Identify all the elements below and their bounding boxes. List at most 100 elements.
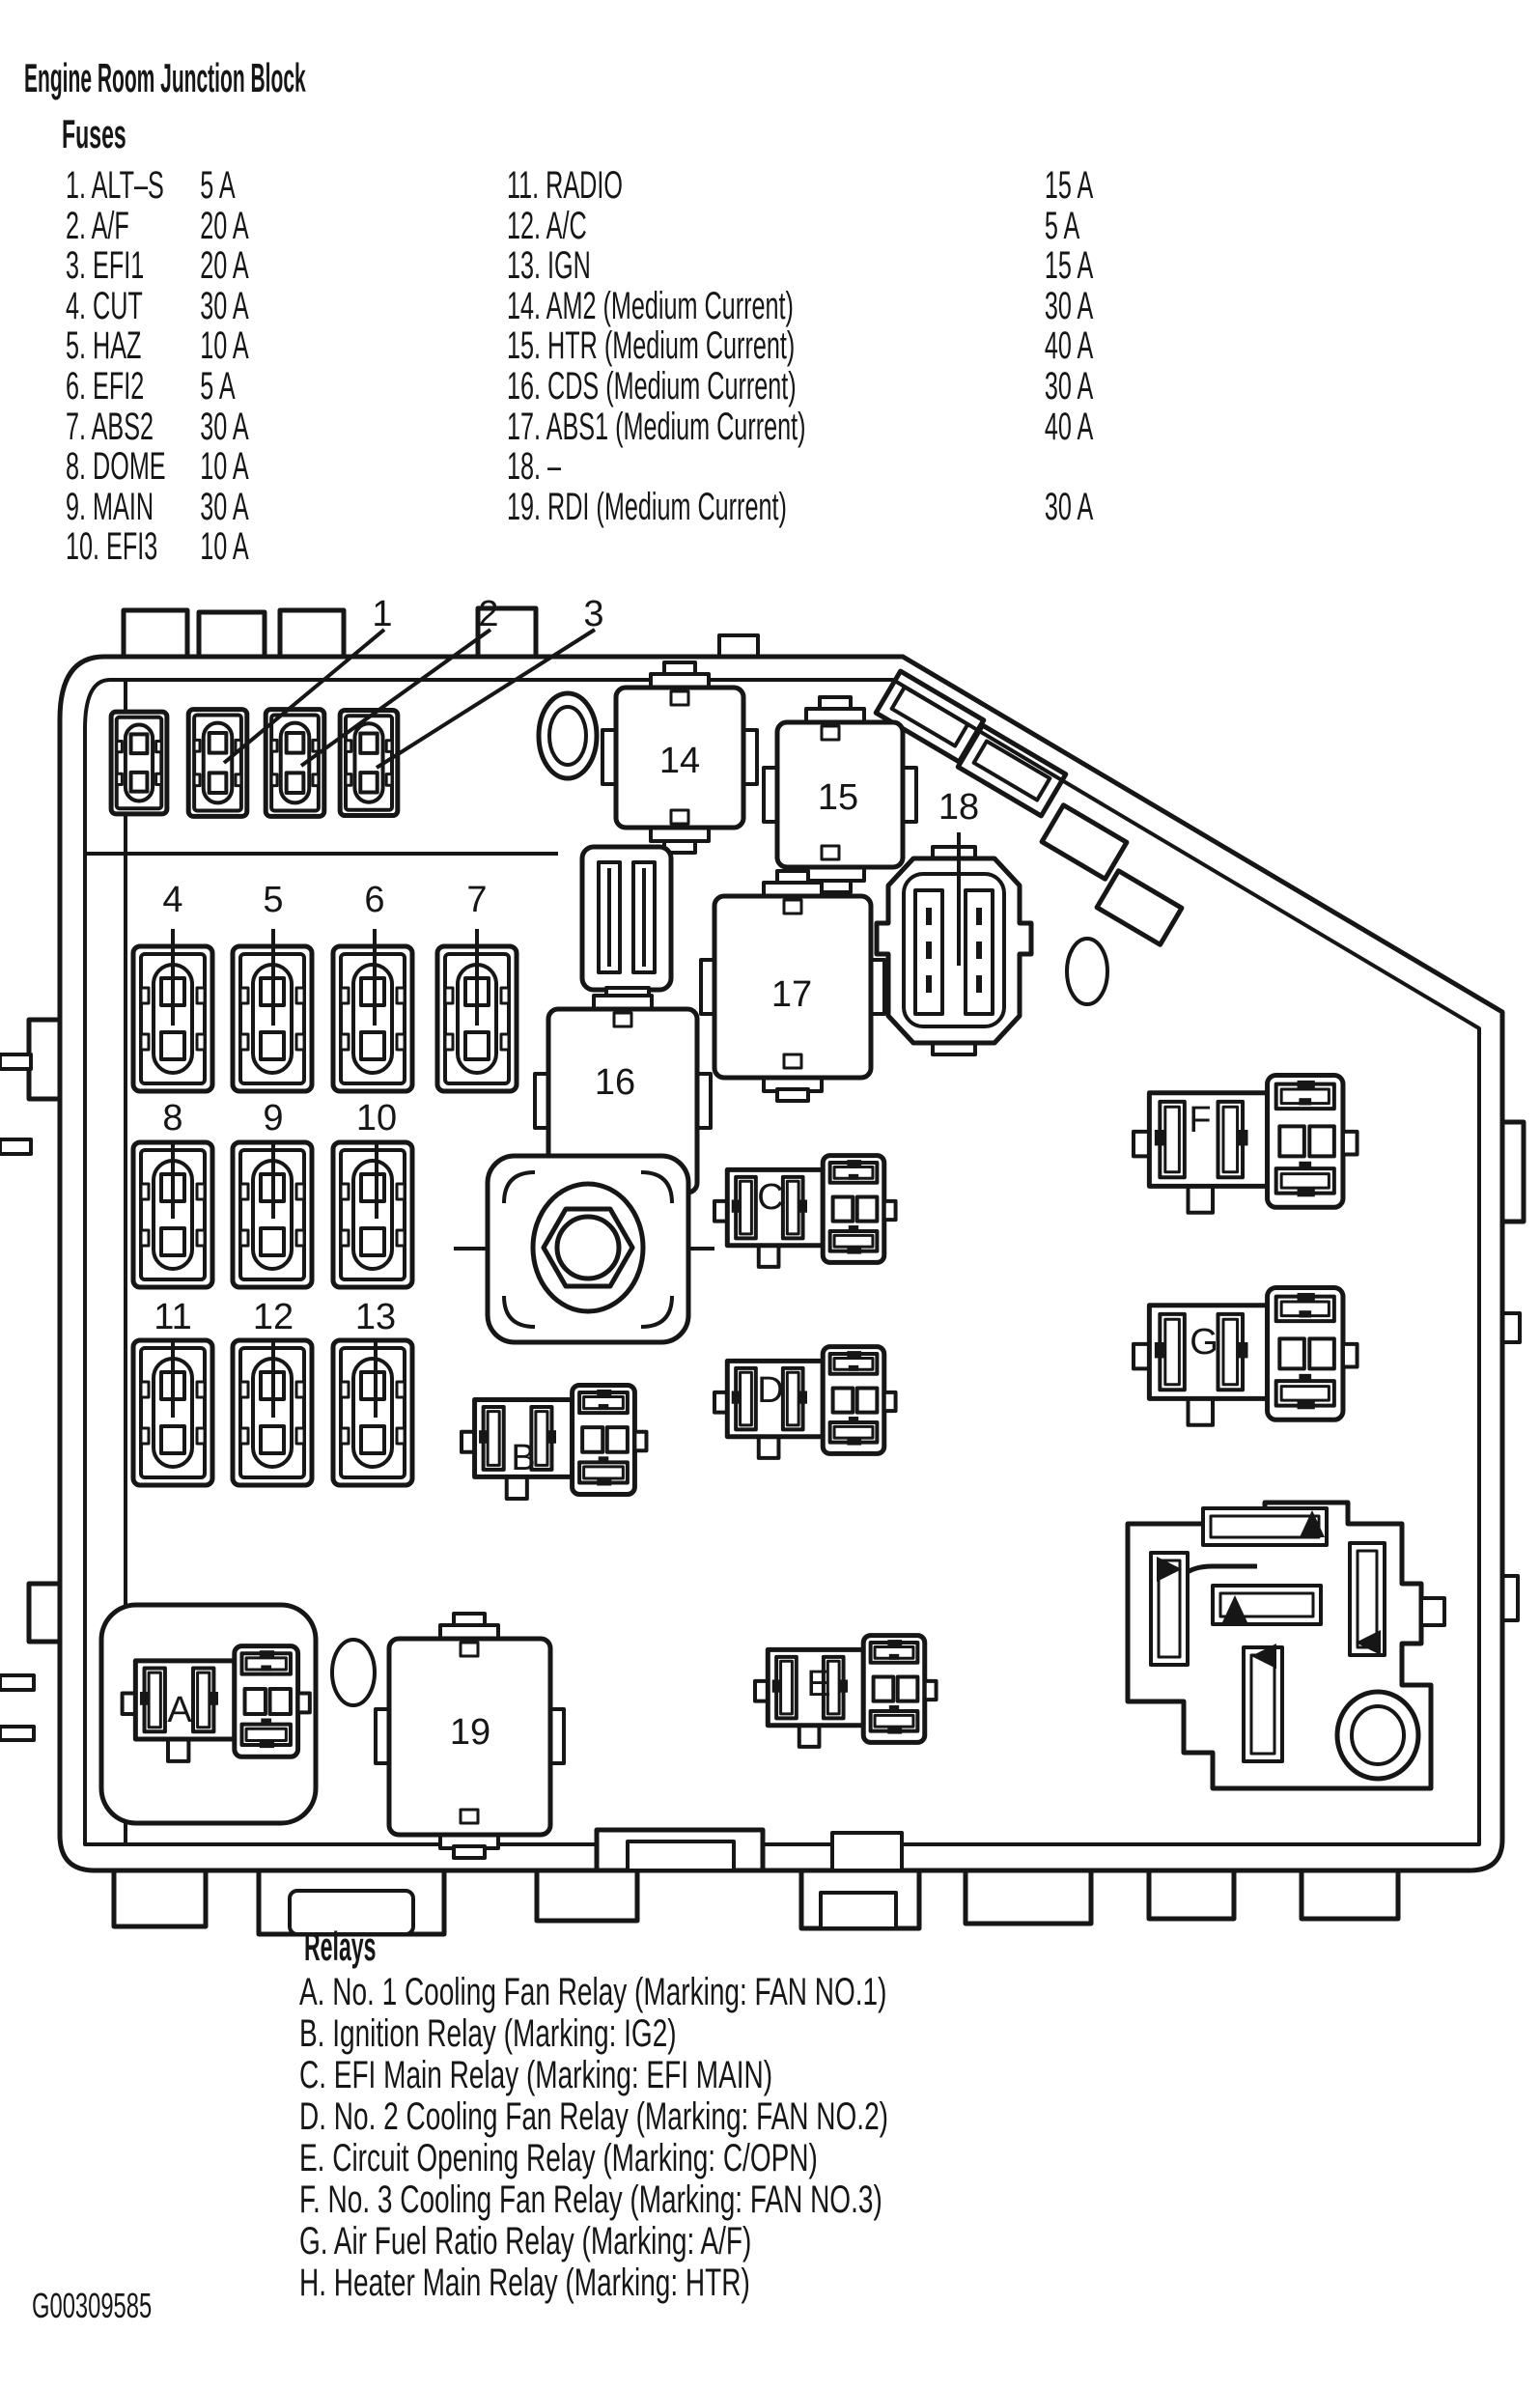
fuse-row: 19. RDI (Medium Current)30 A bbox=[507, 487, 1093, 528]
relay-block-h bbox=[1125, 1500, 1446, 1791]
relay-list: A. No. 1 Cooling Fan Relay (Marking: FAN… bbox=[299, 1972, 888, 2304]
fuse-row: 15. HTR (Medium Current) 40 A bbox=[507, 324, 1093, 368]
fuse-amp: 40 A bbox=[1044, 324, 1094, 368]
fuse-row: 4. CUT 30 A bbox=[66, 284, 249, 327]
fuse-list-right: 11. RADIO 15 A 12. A/C 5 A 13. IGN 15 A 14.… bbox=[507, 164, 1093, 528]
center-stud-nut bbox=[485, 1153, 691, 1345]
fuse-amp: 5 A bbox=[1044, 204, 1080, 247]
diagram-label-15: 15 bbox=[818, 777, 858, 818]
diagram-label-relay-e: E bbox=[806, 1664, 830, 1704]
fuse-amp: 15 A bbox=[1044, 244, 1094, 288]
fuse-row: 12. A/C 5 A bbox=[507, 204, 1079, 247]
diagram-label-5: 5 bbox=[263, 880, 283, 920]
mount-ring-top bbox=[536, 690, 600, 781]
fuse-row: 5. HAZ 10 A bbox=[66, 324, 249, 368]
diagram-label-relay-a: A bbox=[167, 1690, 192, 1730]
relay-item: C. EFI Main Relay (Marking: EFI MAIN) bbox=[299, 2054, 773, 2096]
fuse-amp: 30 A bbox=[1044, 364, 1094, 408]
diagram-label-13: 13 bbox=[355, 1297, 396, 1337]
diagram-label-11: 11 bbox=[154, 1297, 191, 1337]
fuse-label: 12. A/C bbox=[507, 204, 587, 247]
fuse-amp: 30 A bbox=[200, 284, 249, 327]
diagram-label-relay-c: C bbox=[757, 1177, 783, 1218]
diagram-label-relay-d: D bbox=[757, 1370, 783, 1411]
relay-item: G. Air Fuel Ratio Relay (Marking: A/F) bbox=[299, 2220, 752, 2263]
fuse-label: 10. EFI3 bbox=[66, 525, 158, 569]
fuse-label: 11. RADIO bbox=[507, 164, 623, 207]
fuse-block-19 bbox=[374, 1612, 566, 1860]
fuse-list-left: 1. ALT–S 5 A 2. A/F 20 A 3. EFI1 20 A 4. CU… bbox=[66, 164, 249, 569]
fuse-row: 1. ALT–S 5 A bbox=[66, 164, 236, 207]
bottom-edge-bumps bbox=[594, 1827, 904, 1873]
connector-2slot bbox=[579, 844, 674, 993]
fuse-label: 3. EFI1 bbox=[66, 244, 145, 288]
diagram-label-2: 2 bbox=[478, 594, 498, 634]
housing-edge-tabs bbox=[0, 605, 1526, 1937]
figure-id: G00309585 bbox=[32, 2286, 153, 2325]
fuse-row: 11. RADIO 15 A bbox=[507, 164, 1093, 207]
fuse-label: 7. ABS2 bbox=[66, 405, 154, 448]
diagram-label-18: 18 bbox=[938, 787, 979, 828]
fuse-block-17 bbox=[699, 869, 886, 1103]
fuse-label: 5. HAZ bbox=[66, 324, 142, 368]
fuse-label: 13. IGN bbox=[507, 244, 591, 288]
fuse-label: 1. ALT–S bbox=[66, 164, 164, 207]
fuse-amp: 15 A bbox=[1044, 164, 1094, 207]
fuse-label: 4. CUT bbox=[66, 284, 143, 327]
fuse-amp: 30 A bbox=[1044, 485, 1094, 528]
fuse-row: 13. IGN 15 A bbox=[507, 244, 1093, 288]
diagram-label-16: 16 bbox=[595, 1062, 635, 1103]
fuse-amp: 10 A bbox=[200, 525, 249, 569]
relay-item: H. Heater Main Relay (Marking: HTR) bbox=[299, 2262, 750, 2304]
diagram-label-7: 7 bbox=[466, 880, 487, 920]
fuse-10 bbox=[333, 1142, 412, 1287]
fuse-row: 18. – bbox=[507, 445, 806, 489]
fuse-13 bbox=[333, 1340, 412, 1485]
fuse-row: 8. DOME 10 A bbox=[66, 445, 249, 489]
fuse-label: 6. EFI2 bbox=[66, 364, 145, 408]
fuse-row: 2. A/F 20 A bbox=[66, 204, 249, 247]
fuse-label: 14. AM2 (Medium Current) bbox=[507, 284, 794, 327]
fuse-amp: 20 A bbox=[200, 244, 249, 288]
mount-hole bbox=[1065, 937, 1109, 1006]
diagram-label-14: 14 bbox=[659, 741, 700, 781]
diagram-label-10: 10 bbox=[356, 1098, 397, 1138]
fuse-amp: 30 A bbox=[200, 405, 249, 448]
fuse-row: 10. EFI3 10 A bbox=[66, 525, 249, 569]
fuse-amp: 5 A bbox=[200, 164, 236, 207]
fuse-amp: 20 A bbox=[200, 204, 249, 247]
fuse-label: 15. HTR (Medium Current) bbox=[507, 324, 796, 368]
fuse-row: 17. ABS1 (Medium Current)40 A bbox=[507, 407, 1093, 448]
fuse-amp: 10 A bbox=[200, 445, 249, 489]
diagram-label-12: 12 bbox=[253, 1297, 294, 1337]
fuses-heading: Fuses bbox=[62, 111, 126, 156]
diagram-label-8: 8 bbox=[162, 1098, 182, 1138]
fuse-label: 8. DOME bbox=[66, 445, 166, 489]
diagram-label-relay-f: F bbox=[1189, 1100, 1211, 1140]
fuse-label: 18. – bbox=[507, 445, 562, 489]
diagram-label-relay-g: G bbox=[1190, 1322, 1218, 1363]
fuse-row: 7. ABS2 30 A bbox=[66, 405, 249, 448]
fuse-label: 2. A/F bbox=[66, 204, 129, 247]
connector-18 bbox=[874, 845, 1034, 1056]
relay-item: D. No. 2 Cooling Fan Relay (Marking: FAN… bbox=[299, 2095, 888, 2138]
diagram-label-3: 3 bbox=[583, 594, 603, 634]
fuse-amp: 10 A bbox=[200, 324, 249, 368]
diagonal-clips bbox=[873, 668, 1185, 1006]
diagram-label-1: 1 bbox=[372, 594, 392, 634]
fuse-row: 3. EFI1 20 A bbox=[66, 244, 249, 288]
diagram-label-19: 19 bbox=[450, 1712, 490, 1753]
relay-item: A. No. 1 Cooling Fan Relay (Marking: FAN… bbox=[299, 1971, 887, 2013]
diagram-label-relay-b: B bbox=[511, 1438, 535, 1478]
fuse-row: 14. AM2 (Medium Current)30 A bbox=[507, 284, 1093, 327]
hole-bottom-left bbox=[330, 1638, 377, 1707]
diagram-label-6: 6 bbox=[364, 880, 384, 920]
diagram-label-9: 9 bbox=[263, 1098, 283, 1138]
fuse-row: 16. CDS (Medium Current)30 A bbox=[507, 366, 1093, 408]
leader-lines bbox=[171, 628, 961, 1418]
page-title: Engine Room Junction Block bbox=[24, 55, 306, 100]
